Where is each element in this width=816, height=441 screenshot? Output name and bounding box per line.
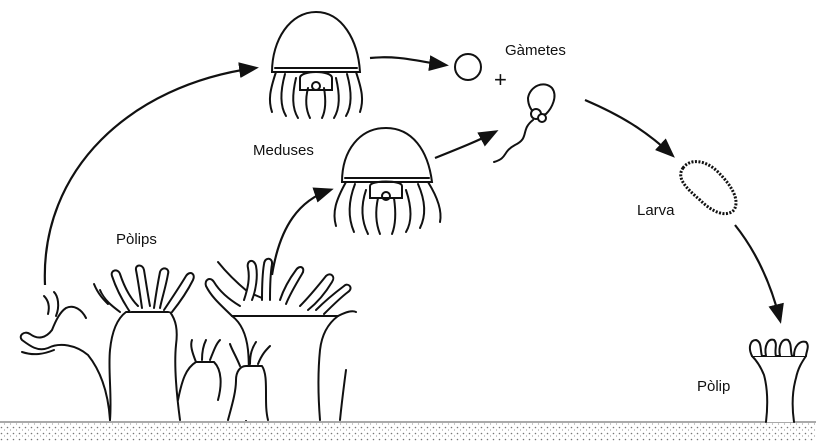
gamete-sperm bbox=[494, 84, 554, 162]
larva-shape bbox=[681, 162, 736, 214]
arrow-medusa-bottom-to-gamete bbox=[435, 132, 495, 158]
arrow-gametes-to-larva bbox=[585, 100, 672, 155]
seabed-ground bbox=[0, 422, 816, 441]
arrow-polips-to-medusa-top bbox=[45, 68, 255, 285]
polyp-colony bbox=[21, 259, 356, 420]
label-larva: Larva bbox=[637, 202, 675, 219]
label-polips: Pòlips bbox=[116, 231, 157, 248]
gamete-egg bbox=[455, 54, 481, 80]
medusa-top bbox=[270, 12, 362, 118]
cycle-arrows bbox=[45, 57, 780, 320]
arrow-larva-to-polip bbox=[735, 225, 780, 320]
arrow-medusa-top-to-gamete bbox=[370, 57, 445, 65]
label-meduses: Meduses bbox=[253, 142, 314, 159]
label-gametes: Gàmetes bbox=[505, 42, 566, 59]
plus-sign: + bbox=[494, 67, 507, 93]
label-polip: Pòlip bbox=[697, 378, 730, 395]
arrow-polip-to-medusa-bottom bbox=[272, 190, 330, 275]
medusa-bottom bbox=[334, 128, 440, 234]
polip-single bbox=[750, 340, 808, 422]
